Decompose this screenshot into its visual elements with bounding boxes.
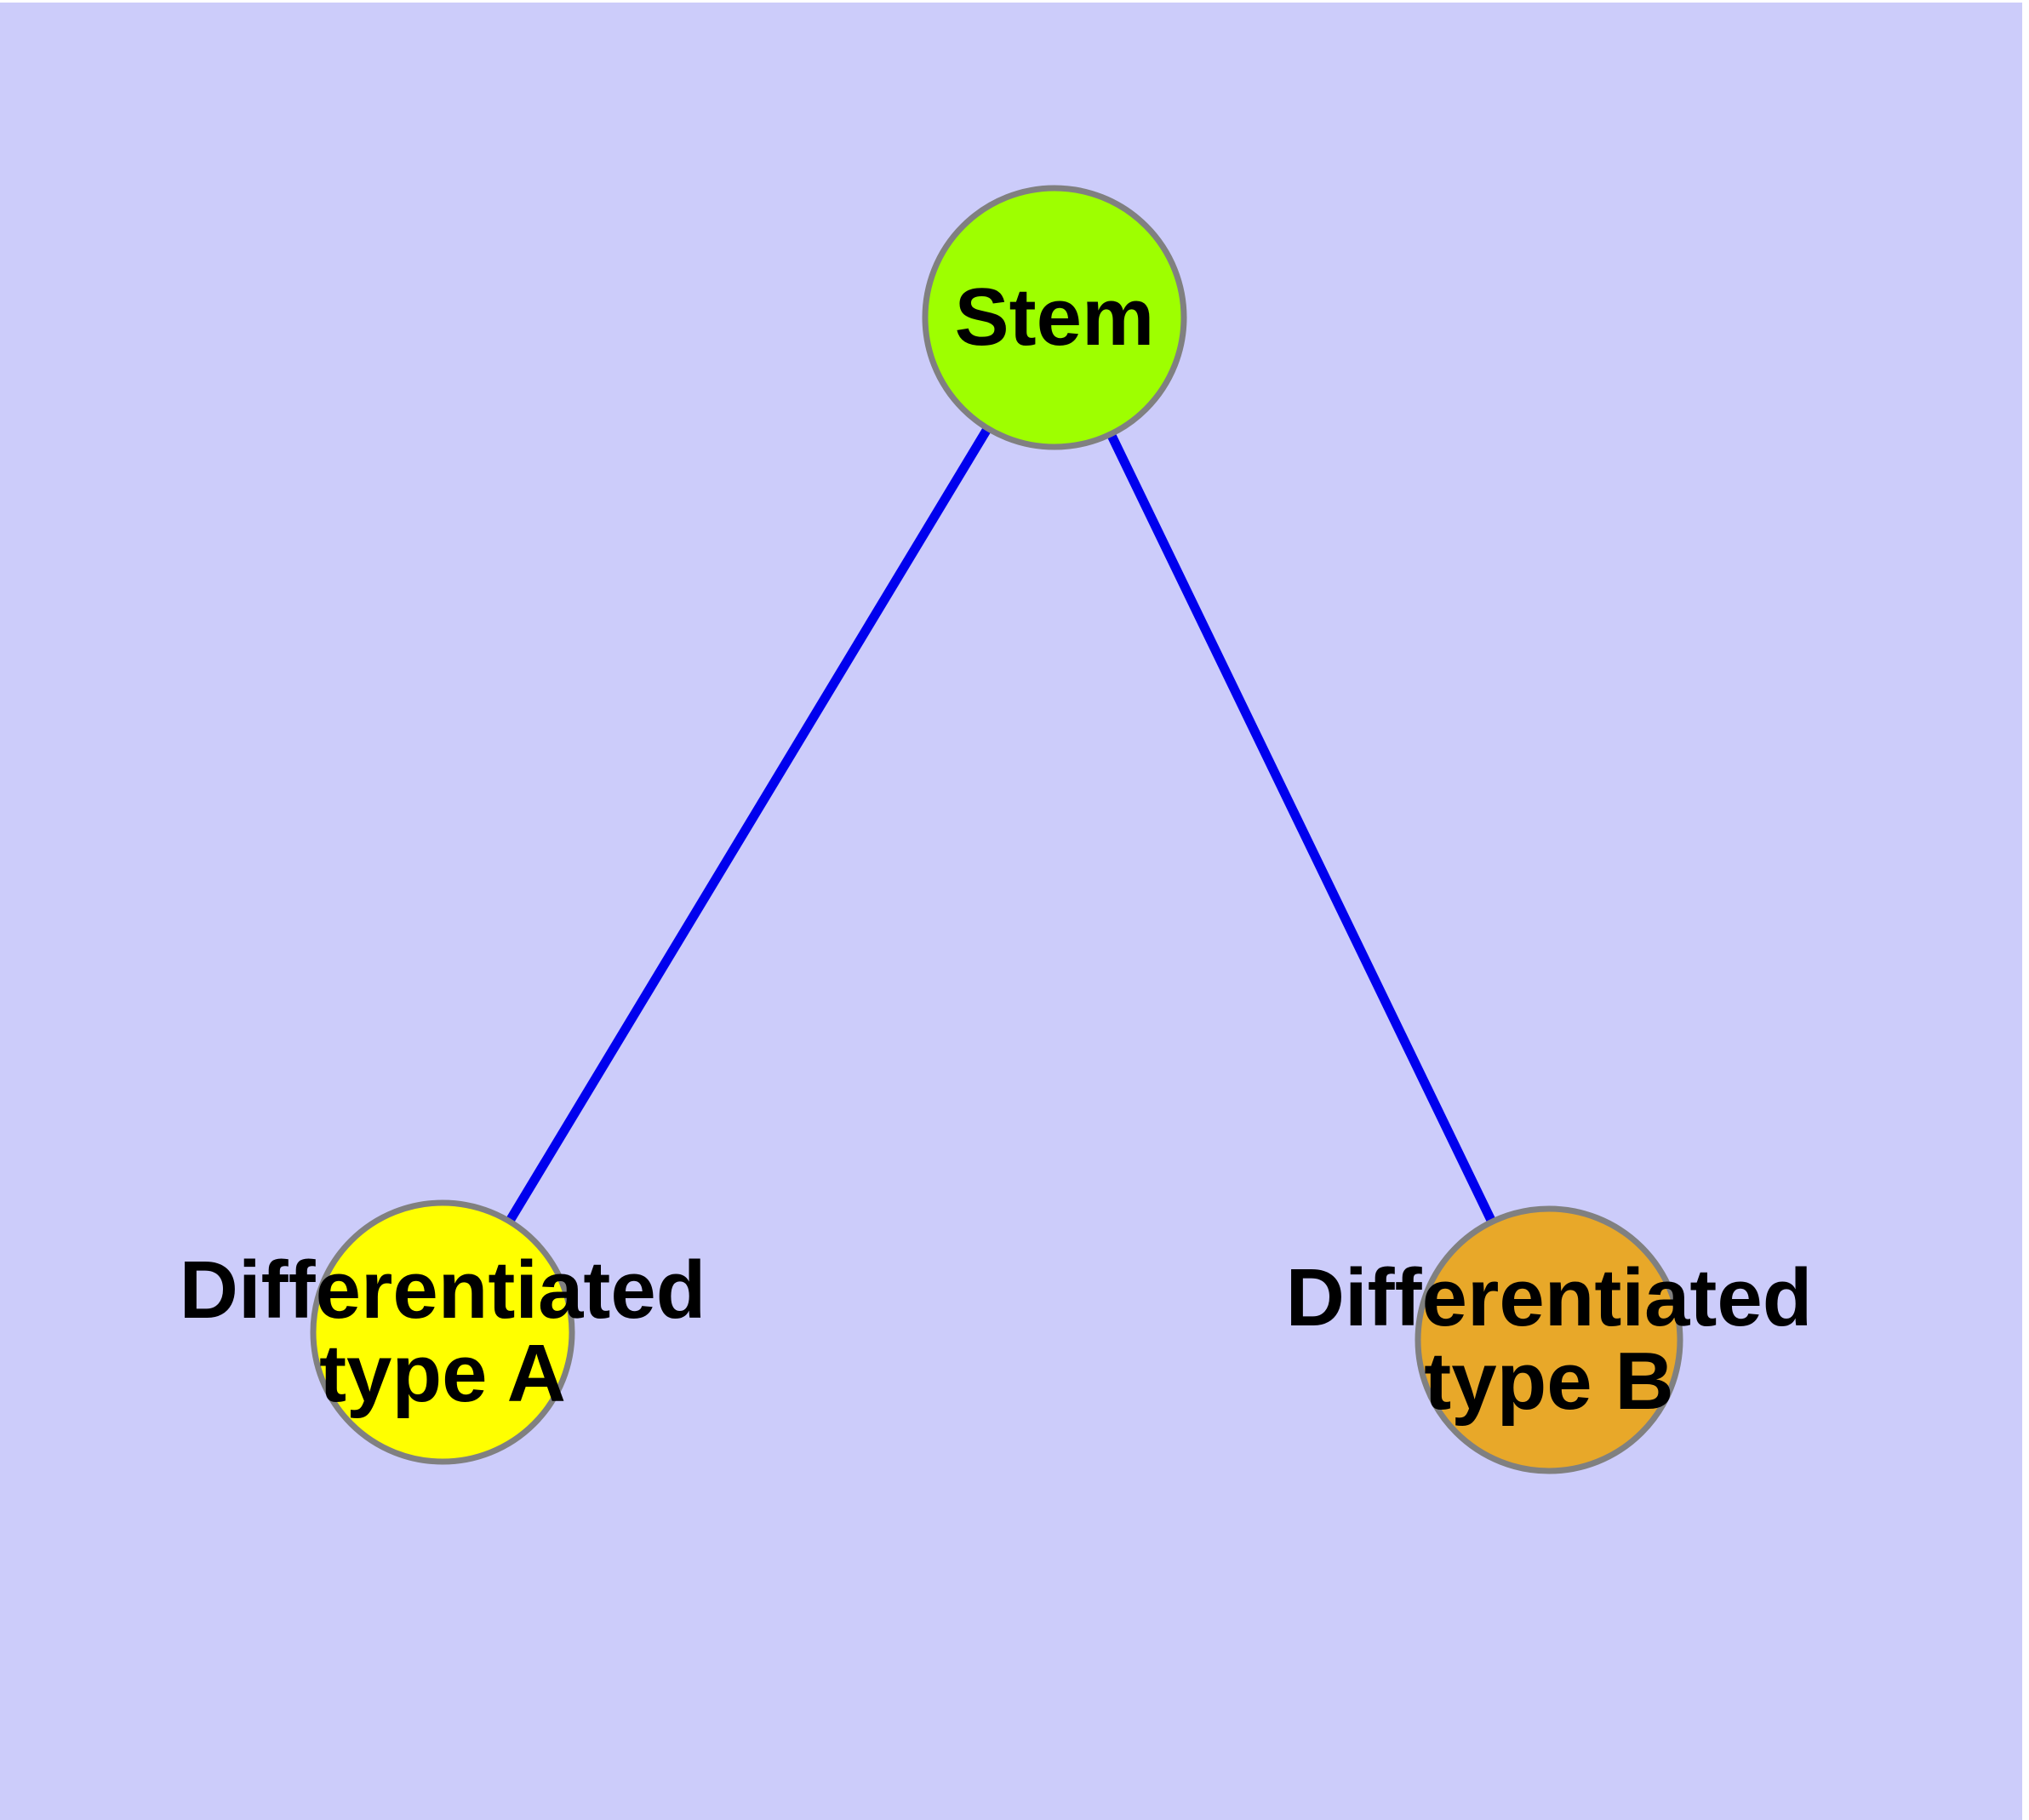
- graph-edge[interactable]: [504, 424, 993, 1226]
- edge-layer: [504, 424, 1497, 1226]
- graph-node-diff_a[interactable]: [310, 1199, 575, 1465]
- graph-edge[interactable]: [1106, 430, 1497, 1226]
- graph-node-stem[interactable]: [922, 185, 1187, 450]
- graph-node-diff_b[interactable]: [1415, 1205, 1683, 1474]
- node-layer: [310, 185, 1683, 1474]
